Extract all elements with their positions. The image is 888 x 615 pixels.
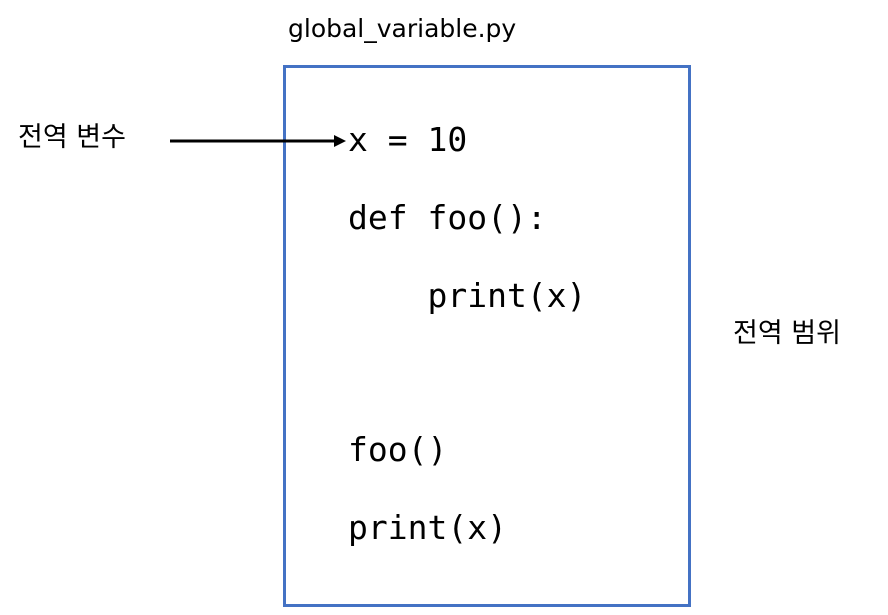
global-scope-label: 전역 범위	[733, 318, 841, 349]
global-scope-box: x = 10 def foo(): print(x) foo() print(x…	[283, 65, 691, 607]
code-line-print-in-foo: print(x)	[348, 276, 587, 315]
code-line-assign-x: x = 10	[348, 120, 468, 159]
arrow-head	[334, 135, 346, 147]
file-title: global_variable.py	[288, 14, 517, 43]
code-line-call-foo: foo()	[348, 430, 448, 469]
pointer-arrow	[170, 135, 346, 147]
code-line-print-x: print(x)	[348, 508, 507, 547]
code-line-def-foo: def foo():	[348, 198, 547, 237]
global-variable-label: 전역 변수	[18, 122, 126, 153]
